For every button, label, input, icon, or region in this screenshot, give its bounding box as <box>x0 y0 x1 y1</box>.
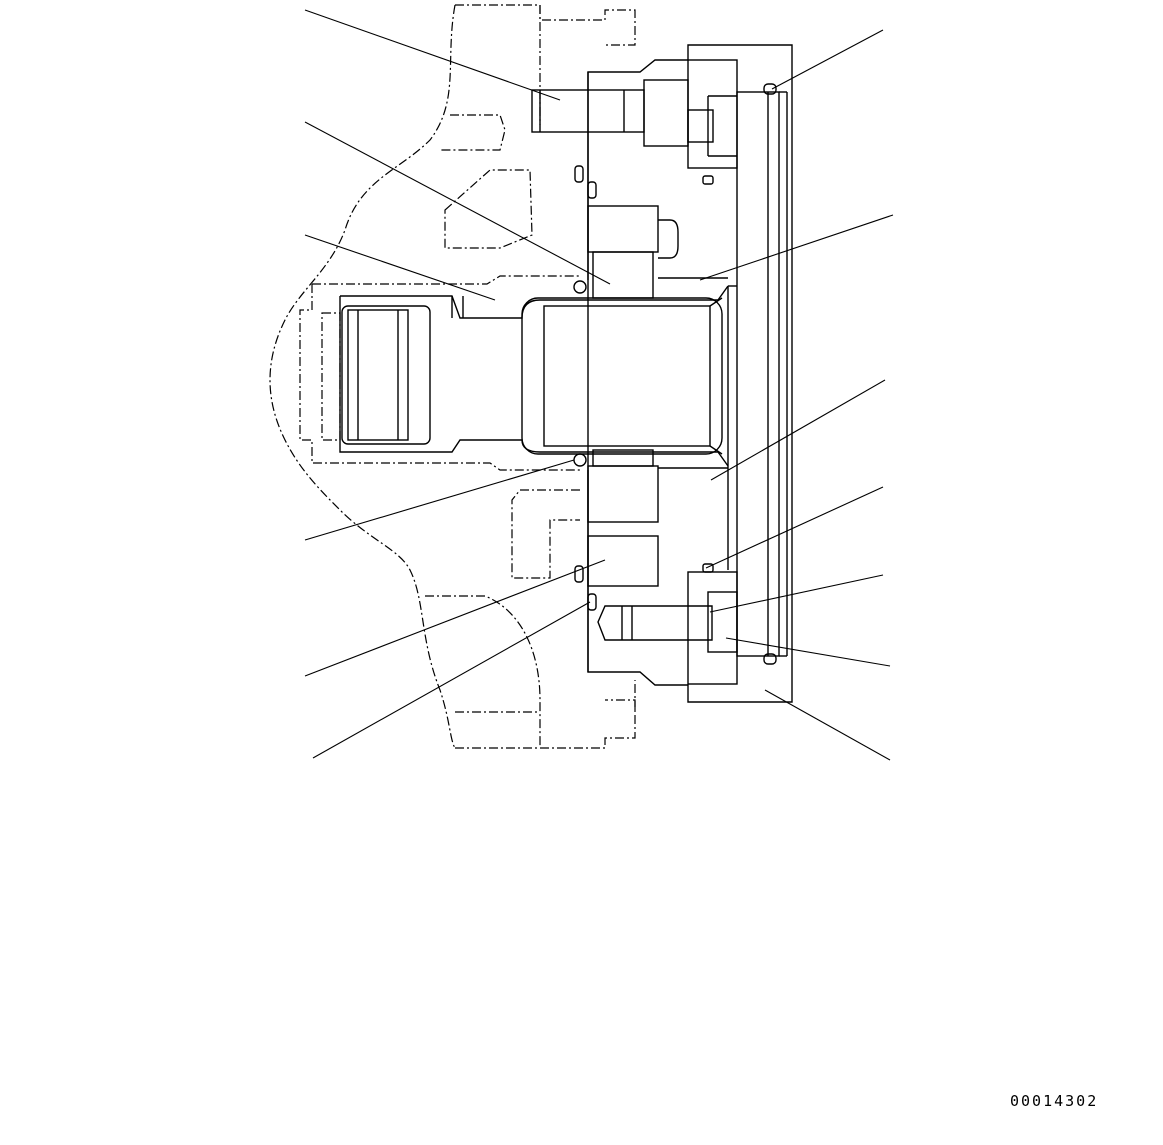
shaft <box>339 285 729 467</box>
top-bolt <box>531 59 738 185</box>
small-o-rings <box>573 165 597 611</box>
upper-bearing-block <box>587 205 728 299</box>
housing-phantom-outline <box>269 4 636 749</box>
seal-plate <box>727 83 788 665</box>
part-code-label: 00014302 <box>1010 1092 1099 1110</box>
o-ring-top <box>763 83 777 95</box>
leader-lines <box>304 9 894 761</box>
cover-flange <box>587 44 793 703</box>
lower-bearing-blocks <box>587 449 728 587</box>
o-ring-bottom <box>763 653 777 665</box>
bottom-bolt <box>597 563 738 685</box>
